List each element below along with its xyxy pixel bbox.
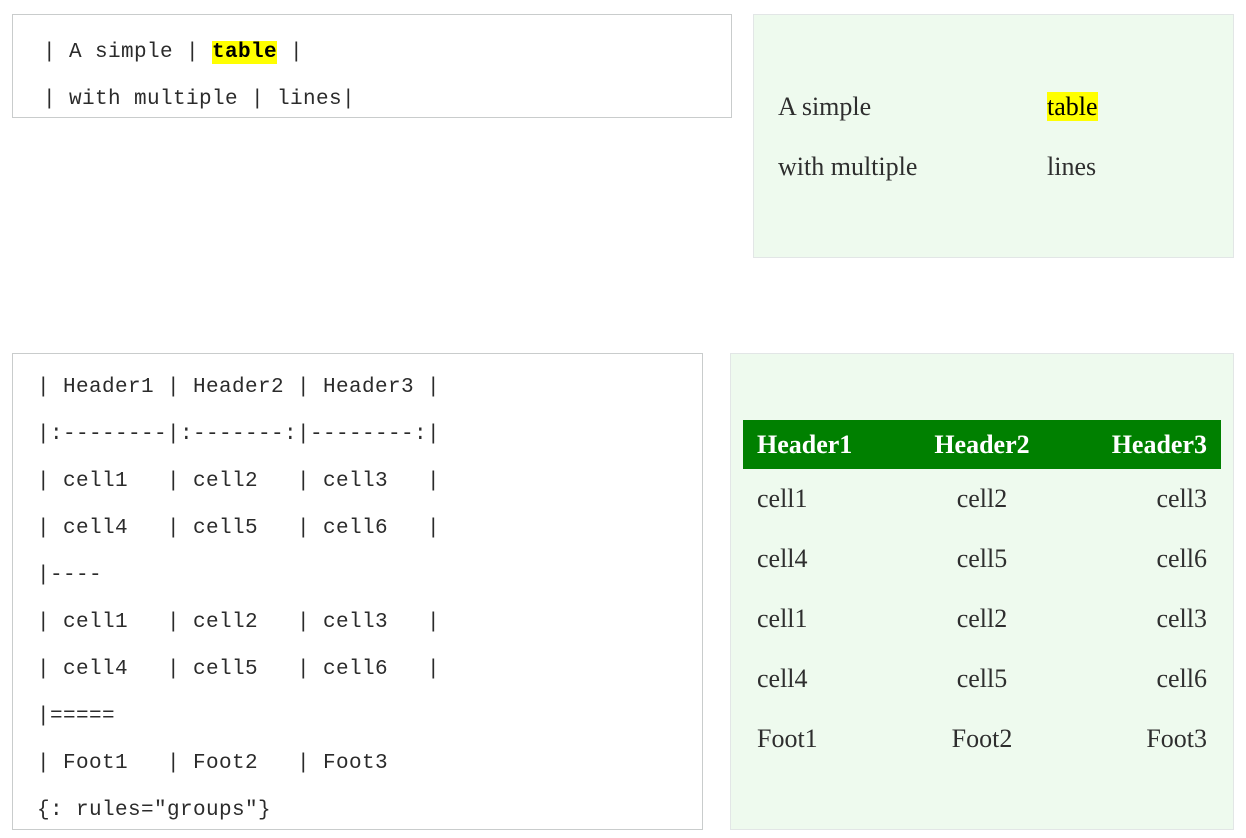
table-row: cell4 cell5 cell6 (743, 649, 1221, 709)
table-cell: cell3 (1156, 604, 1207, 633)
table-cell: cell6 (1156, 544, 1207, 573)
table-cell: cell1 (757, 604, 808, 633)
table-row: cell1 cell2 cell3 (743, 469, 1221, 529)
table-cell: cell1 (757, 484, 808, 513)
source-line: | with multiple | lines| (43, 88, 356, 111)
grouped-table-rendered-panel: Header1 Header2 Header3 cell1 cell2 cell… (730, 353, 1234, 830)
table-body-group: cell1 cell2 cell3 cell4 cell5 cell6 cell… (743, 469, 1221, 709)
table-footer-row: Foot1 Foot2 Foot3 (743, 709, 1221, 769)
source-line: | Header1 | Header2 | Header3 | (37, 376, 441, 399)
table-cell: lines (1047, 152, 1097, 181)
grouped-rendered-table: Header1 Header2 Header3 cell1 cell2 cell… (743, 420, 1221, 769)
table-row: cell4 cell5 cell6 (743, 529, 1221, 589)
column-header-2: Header2 (902, 420, 1062, 469)
column-header-1: Header1 (743, 420, 903, 469)
footer-cell: Foot1 (757, 724, 818, 753)
table-cell: cell4 (757, 544, 808, 573)
grouped-table-source-panel: | Header1 | Header2 | Header3 | |:------… (12, 353, 703, 830)
table-row: with multiple lines (778, 137, 1205, 197)
table-cell: cell2 (956, 604, 1008, 633)
table-cell: cell4 (757, 664, 808, 693)
source-line: |===== (37, 705, 116, 728)
table-cell: cell2 (956, 484, 1008, 513)
source-text: | A simple | (43, 41, 213, 64)
highlighted-token: table (1047, 92, 1098, 121)
table-cell: table (1047, 77, 1205, 137)
source-line: | cell1 | cell2 | cell3 | (37, 470, 441, 493)
simple-table-wrapper: A simple table with multiple lines (754, 15, 1233, 197)
highlighted-token: table (212, 41, 278, 64)
grouped-table-source-code[interactable]: | Header1 | Header2 | Header3 | |:------… (13, 354, 702, 834)
table-cell: cell5 (956, 664, 1008, 693)
simple-table-source-panel: | A simple | table | | with multiple | l… (12, 14, 732, 118)
source-line: {: rules="groups"} (37, 799, 272, 822)
source-line: |---- (37, 564, 103, 587)
table-cell: cell3 (1156, 484, 1207, 513)
footer-cell: Foot2 (951, 724, 1013, 753)
table-cell: with multiple (778, 152, 918, 181)
simple-rendered-table: A simple table with multiple lines (778, 77, 1205, 197)
table-header-row: Header1 Header2 Header3 (743, 420, 1221, 469)
source-line: | Foot1 | Foot2 | Foot3 (37, 752, 389, 775)
source-line: |:--------|:-------:|--------:| (37, 423, 441, 446)
table-cell: cell5 (956, 544, 1008, 573)
source-line: | cell1 | cell2 | cell3 | (37, 611, 441, 634)
simple-table-source-code[interactable]: | A simple | table | | with multiple | l… (13, 15, 731, 123)
table-row: A simple table (778, 77, 1205, 137)
source-line: | cell4 | cell5 | cell6 | (37, 658, 441, 681)
table-footer-group: Foot1 Foot2 Foot3 (743, 709, 1221, 769)
grouped-table-wrapper: Header1 Header2 Header3 cell1 cell2 cell… (731, 354, 1233, 769)
source-line: | cell4 | cell5 | cell6 | (37, 517, 441, 540)
footer-cell: Foot3 (1146, 724, 1207, 753)
table-row: cell1 cell2 cell3 (743, 589, 1221, 649)
source-line: | A simple | table | (43, 41, 303, 64)
table-cell: A simple (778, 92, 872, 121)
table-header-group: Header1 Header2 Header3 (743, 420, 1221, 469)
source-text: | (277, 41, 304, 64)
simple-table-rendered-panel: A simple table with multiple lines (753, 14, 1234, 258)
table-cell: cell6 (1156, 664, 1207, 693)
column-header-3: Header3 (1061, 420, 1221, 469)
